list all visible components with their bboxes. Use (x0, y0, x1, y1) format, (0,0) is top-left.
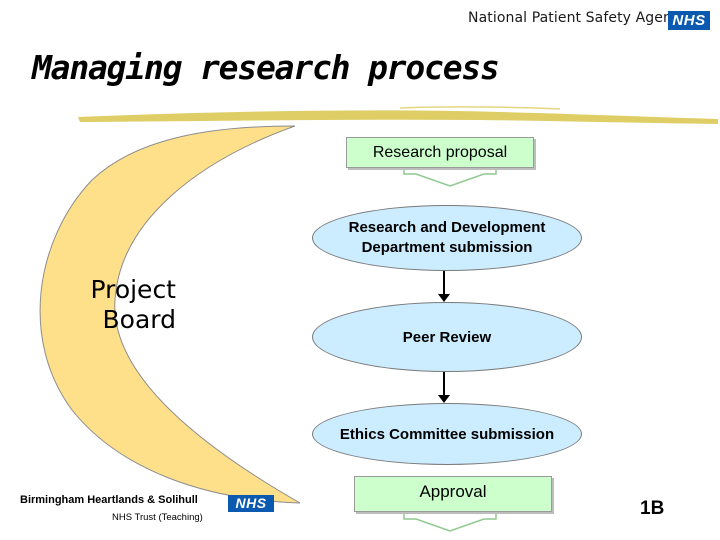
step-research-proposal: Research proposal (346, 137, 534, 168)
arrow-peer-to-ethics-head (438, 395, 450, 403)
nhs-logo: NHS (668, 11, 710, 30)
project-board-label: Project Board (90, 275, 176, 334)
agency-name: National Patient Safety Agency (468, 10, 689, 26)
step-rd-submission-label: Research and Development Department subm… (348, 219, 546, 256)
title-underline-fleck (399, 106, 561, 110)
trust-name: Birmingham Heartlands & Solihull (20, 494, 198, 506)
slide-code: 1B (640, 498, 665, 519)
approval-arrow (403, 511, 497, 532)
step-rd-submission: Research and Development Department subm… (312, 205, 582, 271)
step-approval: Approval (354, 476, 552, 512)
trust-subtitle: NHS Trust (Teaching) (112, 512, 203, 523)
arrow-rd-to-peer-head (438, 294, 450, 302)
step-peer-review-label: Peer Review (402, 328, 492, 346)
step-ethics-submission: Ethics Committee submission (312, 403, 582, 465)
step-peer-review: Peer Review (312, 302, 582, 372)
project-board-crescent (39, 125, 301, 504)
title-underline (78, 110, 718, 124)
nhs-logo-footer: NHS (228, 495, 274, 512)
page-title: Managing research process (32, 48, 500, 87)
step-ethics-submission-label: Ethics Committee submission (339, 425, 555, 443)
proposal-arrow (403, 166, 497, 187)
